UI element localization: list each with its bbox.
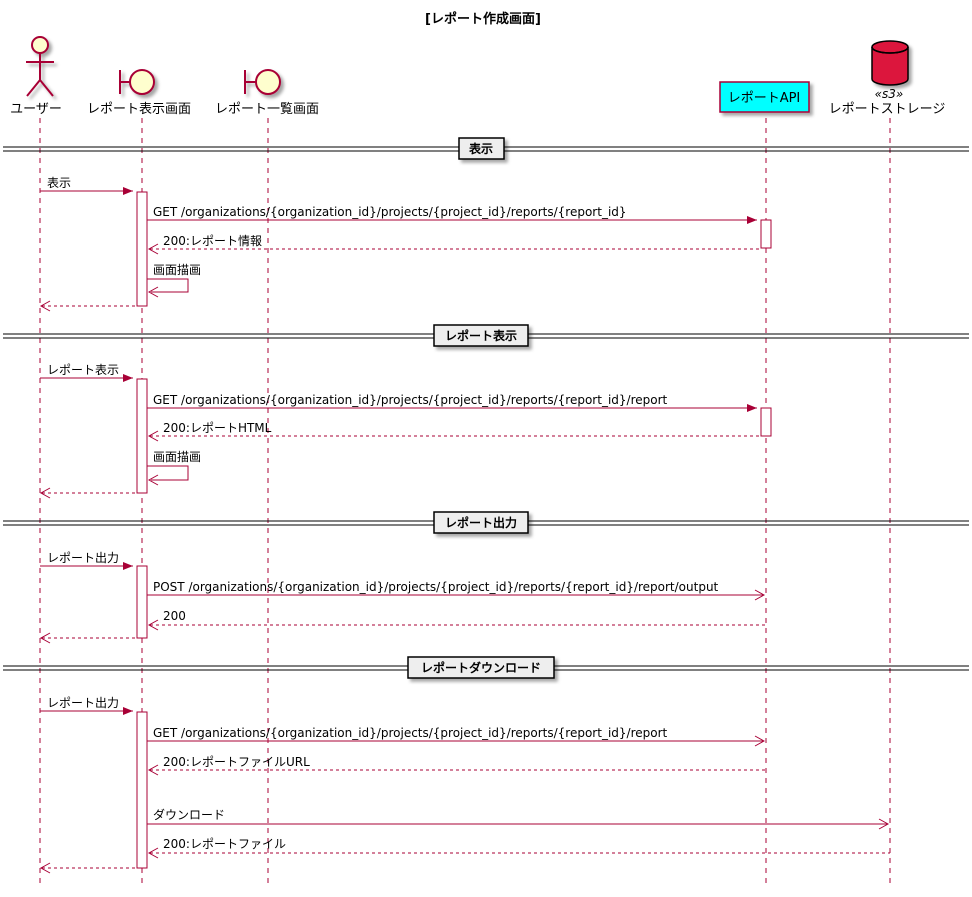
participant-label: レポート表示画面 <box>87 102 191 117</box>
message-label: GET /organizations/{organization_id}/pro… <box>153 393 668 407</box>
section-label: レポートダウンロード <box>421 660 541 675</box>
message-request: POST /organizations/{organization_id}/pr… <box>147 580 766 601</box>
message-label: ダウンロード <box>153 807 225 822</box>
message-label: GET /organizations/{organization_id}/pro… <box>153 205 627 219</box>
activations <box>136 191 772 869</box>
participant-storage: «s3» レポートストレージ <box>829 40 946 117</box>
section-divider: レポートダウンロード <box>3 656 969 679</box>
database-icon <box>871 40 909 86</box>
message-request: GET /organizations/{organization_id}/pro… <box>147 393 757 412</box>
message-request: GET /organizations/{organization_id}/pro… <box>147 726 766 747</box>
activation-bar <box>136 711 148 869</box>
participant-label: レポートAPI <box>728 91 801 106</box>
activation-bar <box>136 565 148 639</box>
participant-label: レポートストレージ <box>829 102 946 117</box>
participant-user: ユーザー <box>10 36 62 117</box>
api-box <box>719 81 810 113</box>
message-request: レポート出力 <box>40 696 133 715</box>
participant-label: ユーザー <box>10 102 62 117</box>
participant-list: レポート一覧画面 <box>215 69 319 117</box>
message-self: 画面描画 <box>147 263 201 298</box>
message-label: 200:レポート情報 <box>163 234 262 248</box>
message-response: 200:レポートファイルURL <box>147 755 766 776</box>
message-label: GET /organizations/{organization_id}/pro… <box>153 726 668 740</box>
actor-icon <box>26 36 54 97</box>
activation-bar <box>760 407 772 437</box>
boundary-icon <box>119 69 155 95</box>
section-label: レポート表示 <box>445 328 517 343</box>
message-label: 画面描画 <box>153 450 201 464</box>
message-request: レポート出力 <box>40 551 133 570</box>
message-label: レポート出力 <box>47 551 119 565</box>
message-label: 200 <box>163 609 186 623</box>
participant-display: レポート表示画面 <box>87 69 191 117</box>
message-request: ダウンロード <box>147 807 890 830</box>
section-divider: レポート表示 <box>3 324 969 347</box>
message-label: 200:レポートファイル <box>163 837 286 851</box>
activation-bar <box>760 219 772 249</box>
activation-bar <box>136 191 148 307</box>
message-response: 200 <box>147 609 766 631</box>
message-self: 画面描画 <box>147 450 201 486</box>
message-label: 画面描画 <box>153 263 201 277</box>
message-request: レポート表示 <box>40 363 133 382</box>
boundary-icon <box>244 69 281 95</box>
message-return <box>39 862 137 874</box>
message-request: GET /organizations/{organization_id}/pro… <box>147 205 757 224</box>
message-response: 200:レポートファイル <box>147 837 890 859</box>
message-return <box>39 487 137 499</box>
lifelines <box>39 118 891 885</box>
message-label: レポート表示 <box>47 363 119 377</box>
activation-bar <box>136 378 148 494</box>
section-label: 表示 <box>468 141 493 156</box>
message-return <box>39 632 137 644</box>
message-request: 表示 <box>40 176 133 195</box>
message-response: 200:レポート情報 <box>147 234 761 255</box>
section-label: レポート出力 <box>445 515 517 530</box>
participant-api: レポートAPI <box>719 81 810 113</box>
participant-stereotype: «s3» <box>875 87 904 101</box>
message-label: レポート出力 <box>47 696 119 710</box>
section-divider: レポート出力 <box>3 511 969 534</box>
section-divider: 表示 <box>3 137 969 160</box>
message-label: 200:レポートファイルURL <box>163 755 310 769</box>
message-return <box>39 300 137 312</box>
participant-label: レポート一覧画面 <box>215 101 319 117</box>
message-label: 200:レポートHTML <box>163 421 272 435</box>
message-label: 表示 <box>47 176 71 190</box>
message-response: 200:レポートHTML <box>147 421 761 442</box>
message-label: POST /organizations/{organization_id}/pr… <box>153 580 719 594</box>
diagram-title: [レポート作成画面] <box>425 11 541 27</box>
